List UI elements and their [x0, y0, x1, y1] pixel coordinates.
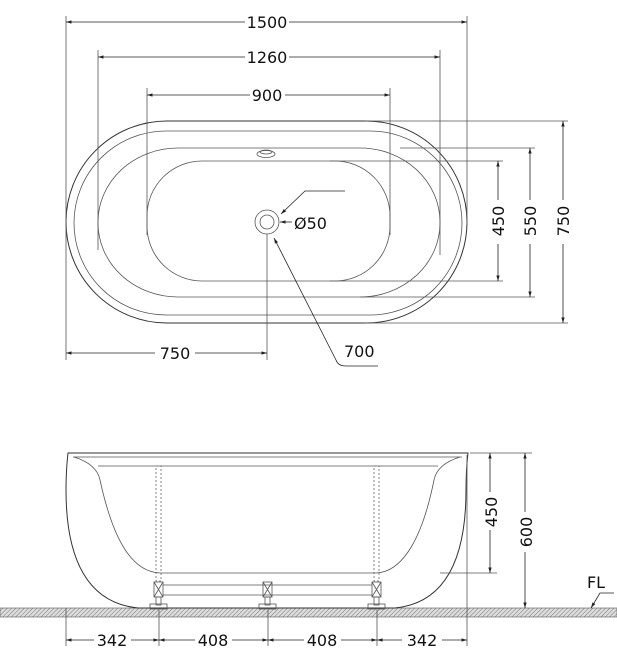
dim-leg-spacing-1: 342	[97, 631, 128, 650]
tub-side-inner	[73, 456, 462, 574]
dim-drain-diameter: Ø50	[294, 214, 327, 233]
tub-basin-outline	[97, 147, 441, 298]
dim-rim-inner-length: 1260	[247, 48, 288, 67]
leg-center	[258, 581, 277, 610]
dim-overall-width: 750	[554, 206, 573, 237]
tub-base-outline	[146, 160, 391, 282]
tub-rim-outline	[73, 130, 463, 316]
drain-inner	[259, 214, 275, 230]
side-view: 450 600 342 408 408 342 FL	[0, 452, 617, 650]
dim-inner-depth: 450	[482, 497, 501, 528]
drain-outer	[254, 209, 280, 235]
dim-leader-700: 700	[344, 342, 375, 361]
top-view: 1500 1260 900 750 450 550 750 Ø50 700	[65, 13, 573, 367]
leg-right	[367, 465, 386, 610]
leg-left	[149, 465, 168, 610]
dim-leg-spacing-4: 342	[407, 631, 438, 650]
overflow-icon	[256, 150, 276, 158]
dim-drain-position: 750	[160, 344, 191, 363]
dim-leg-spacing-3: 408	[307, 631, 338, 650]
tub-side-outline	[65, 452, 469, 609]
floor-level-label: FL	[587, 573, 605, 592]
dim-leg-spacing-2: 408	[198, 631, 229, 650]
dim-overall-height: 600	[517, 517, 536, 548]
dim-base-width: 450	[489, 206, 508, 237]
dim-rim-inner-width: 550	[521, 206, 540, 237]
floor-hatch	[0, 607, 617, 618]
tub-outer-outline	[65, 120, 468, 324]
dim-base-length: 900	[252, 86, 283, 105]
dim-overall-length: 1500	[247, 13, 288, 32]
